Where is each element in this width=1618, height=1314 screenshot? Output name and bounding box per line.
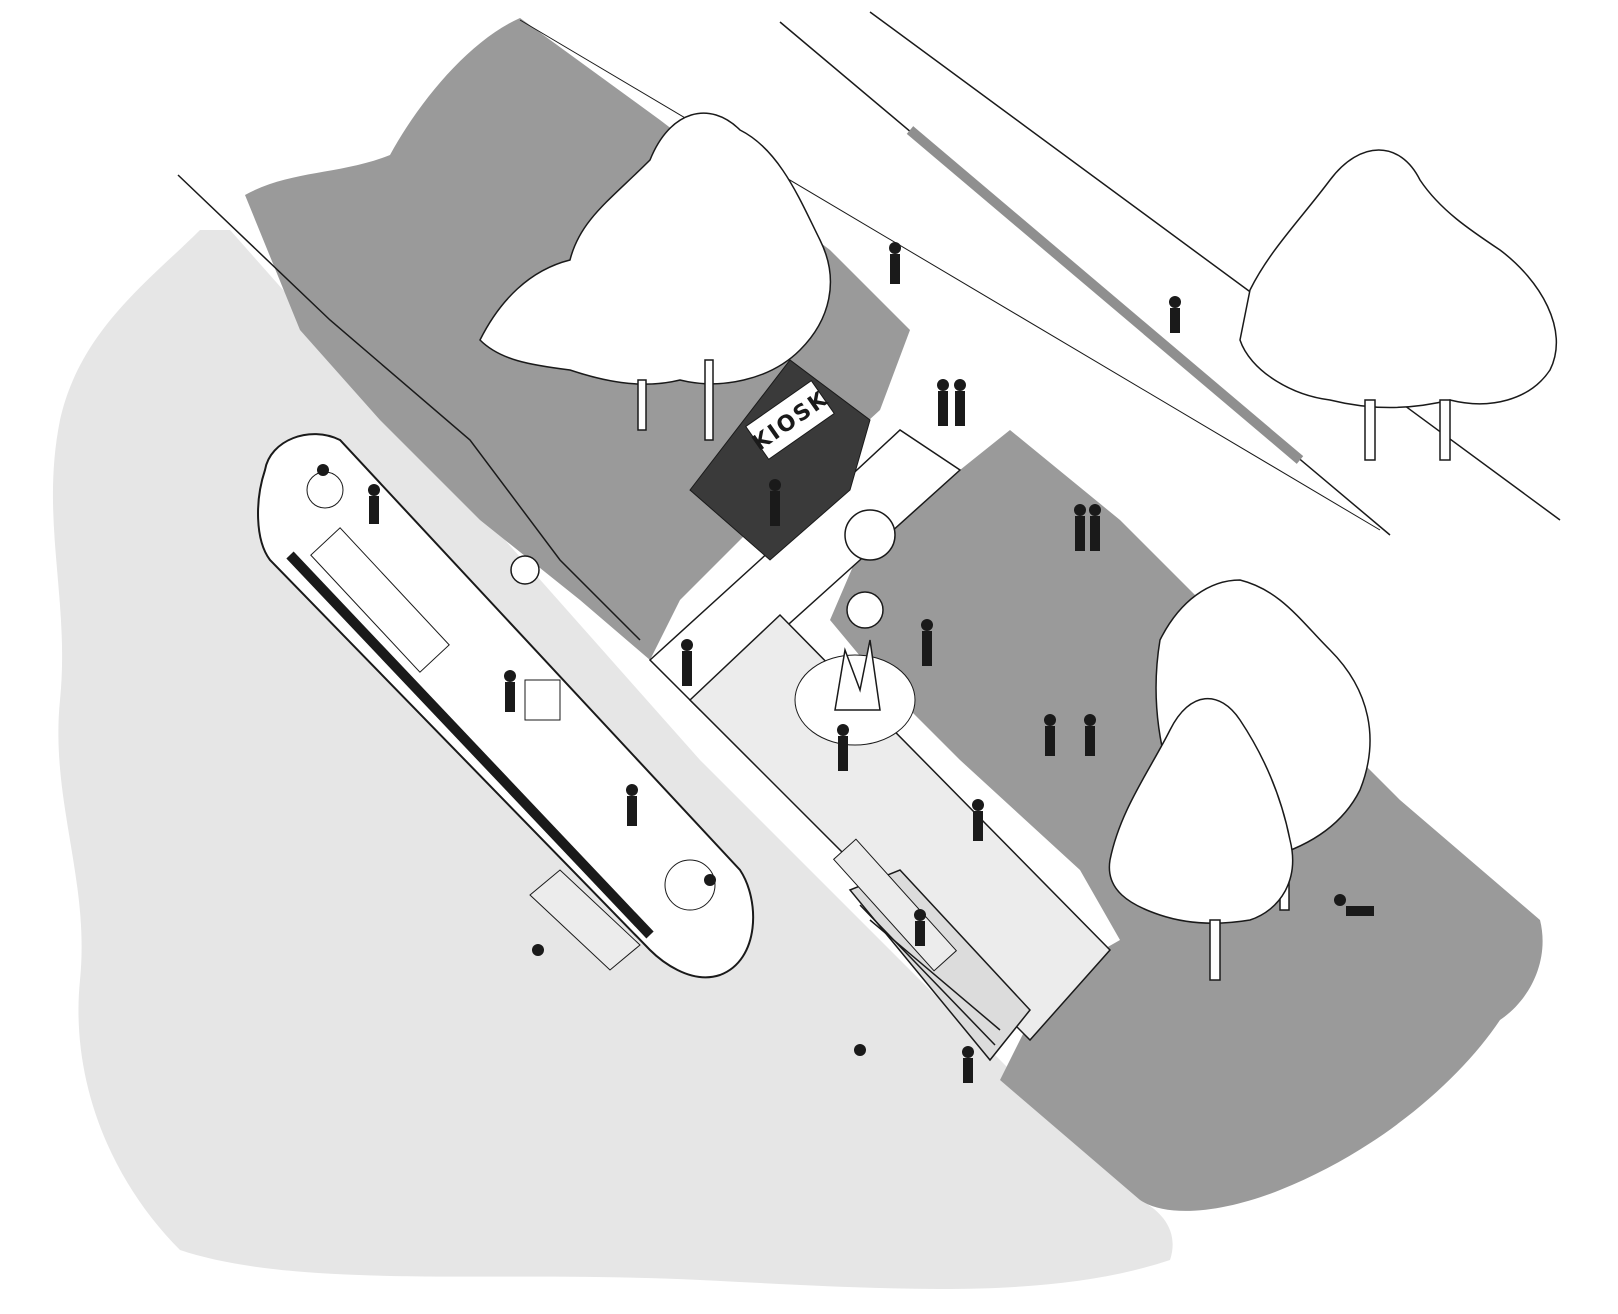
road-curb (906, 126, 1304, 464)
smoke-icon (510, 509, 896, 629)
road-line (519, 19, 1381, 531)
riverbank-edge (177, 174, 641, 641)
tree-icon (1239, 149, 1558, 461)
person-icon (317, 242, 1374, 1083)
tree-icon (1108, 697, 1294, 981)
floating-dock (529, 869, 641, 971)
fire-icon (834, 639, 881, 711)
bench (832, 838, 958, 972)
tree-icon (479, 112, 832, 441)
fire-pit (794, 639, 916, 746)
kiosk-building: KIOSK (689, 359, 871, 561)
